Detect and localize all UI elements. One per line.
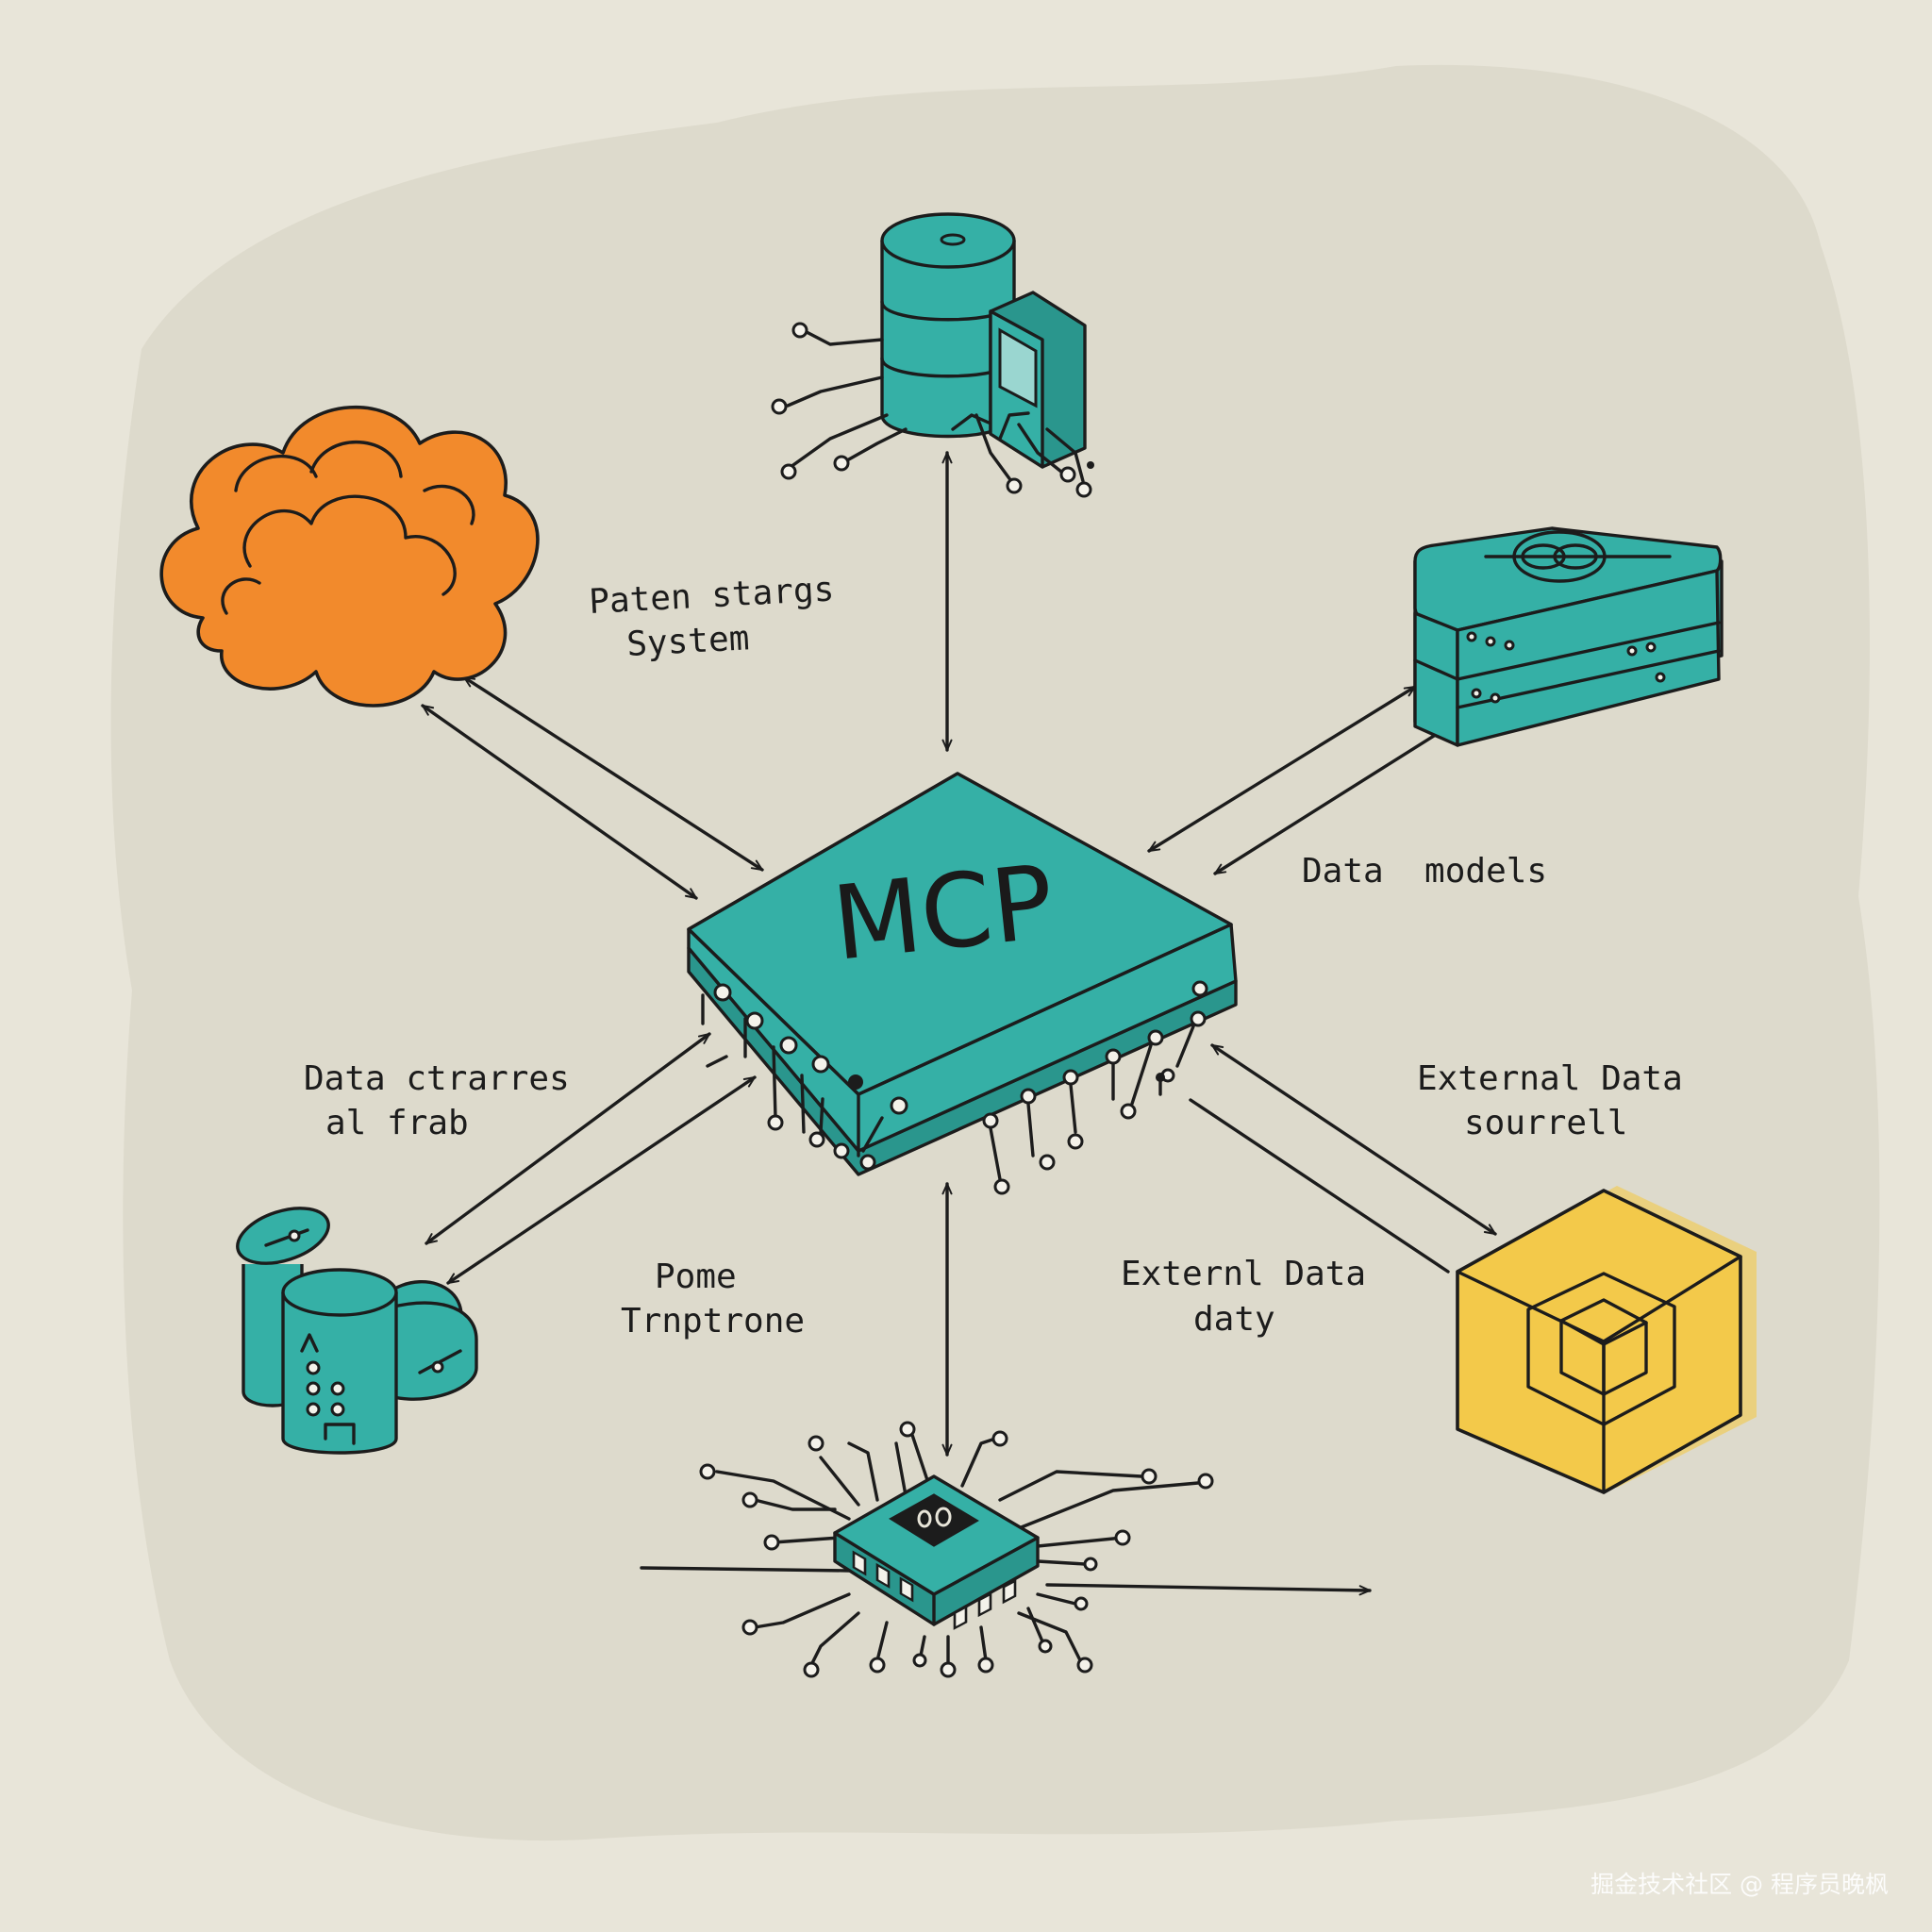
label-top-left-line2: System — [625, 619, 750, 664]
connectors — [421, 451, 1497, 1457]
nested-cube-icon — [1456, 1186, 1757, 1494]
label-right-lower-line1: External Data — [1417, 1059, 1683, 1098]
connector-cube-a — [1210, 1043, 1497, 1236]
label-right-lower-line2: sourrell — [1464, 1104, 1627, 1142]
storage-cylinders-icon — [236, 1207, 478, 1455]
label-left-lower-line1: Data ctrarres — [304, 1059, 570, 1098]
label-right-upper: Data models — [1302, 852, 1547, 891]
label-bottom-right-line2: daty — [1193, 1300, 1275, 1339]
label-left-lower-line2: al frab — [325, 1104, 469, 1142]
hub-pins-right — [982, 980, 1208, 1195]
cloud-icon — [159, 405, 540, 708]
hub-label: MCP — [827, 843, 1059, 984]
connector-server-b — [1213, 713, 1469, 875]
connector-cube-b — [1189, 1098, 1450, 1274]
label-bottom-right-line1: Externl Data — [1121, 1255, 1366, 1293]
label-bottom-left-line1: Pome — [655, 1257, 737, 1296]
server-stack-icon — [1413, 526, 1724, 747]
microchip-icon — [640, 1421, 1372, 1678]
database-server-icon — [771, 212, 1094, 498]
mcp-hub: MCP — [687, 772, 1238, 1195]
watermark: 掘金技术社区 @ 程序员晚枫 — [1591, 1871, 1889, 1898]
connector-cloud-b — [462, 675, 764, 872]
label-bottom-left-line2: Trnptrone — [621, 1302, 805, 1341]
diagram-labels: Paten stargs System Data models Data ctr… — [304, 570, 1683, 1341]
hub-pins-left — [701, 983, 908, 1171]
connector-cylinders-b — [446, 1075, 757, 1285]
